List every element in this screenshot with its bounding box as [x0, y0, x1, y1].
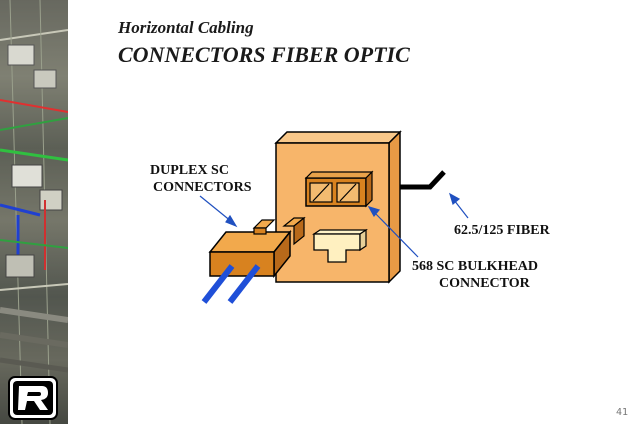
page-subtitle: Horizontal Cabling	[118, 18, 254, 37]
bulkhead-box-top	[274, 131, 402, 144]
bulkhead-label-line2: CONNECTOR	[439, 276, 530, 291]
fiber-strand-right	[227, 264, 261, 304]
side-decorative-panel	[0, 0, 68, 424]
duplex-sc-label-line1: DUPLEX SC	[150, 163, 229, 178]
page-number: 41	[615, 407, 628, 418]
bulkhead-pointer-line	[373, 211, 419, 258]
bulkhead-pointer-head	[367, 206, 381, 218]
sc-bulkhead-port	[304, 170, 374, 208]
duplex-pointer-head	[225, 214, 238, 228]
duplex-pointer-line	[199, 195, 233, 223]
duplex-sc-label-line2: CONNECTORS	[153, 180, 252, 195]
bulkhead-box-side	[388, 130, 401, 284]
network-illustration	[0, 0, 68, 424]
bulkhead-label-line1: 568 SC BULKHEAD	[412, 259, 539, 274]
duplex-sc-label: DUPLEX SC CONNECTORS	[150, 162, 252, 196]
fiber-strand-left	[201, 264, 235, 304]
duplex-sc-connector	[208, 216, 306, 279]
fiber-pointer-head	[449, 192, 461, 206]
fiber-label: 62.5/125 FIBER	[454, 223, 550, 238]
fiber-cable	[400, 170, 446, 190]
fiber-pointer-line	[453, 199, 469, 219]
bulkhead-label: 568 SC BULKHEAD CONNECTOR	[412, 258, 538, 292]
page-title: CONNECTORS FIBER OPTIC	[118, 42, 410, 67]
r-brand-logo-icon	[8, 376, 58, 420]
copper-jack	[312, 228, 368, 263]
